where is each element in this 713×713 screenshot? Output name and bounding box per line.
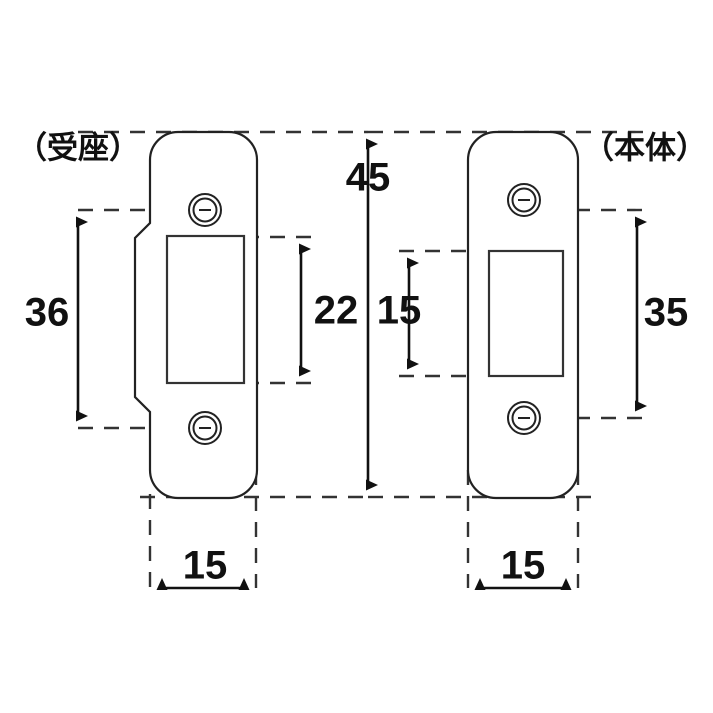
dim-label-36: 36 [25,291,70,335]
left-screw-hole-top [188,193,222,227]
dim-label-15-width-left: 15 [183,544,228,588]
part-label-strike-plate: （受座） [16,131,140,167]
dim-label-15-window: 15 [377,289,422,333]
dimension-arrows-group [76,138,647,590]
right-screw-hole-top [507,183,541,217]
right-screw-hole-bottom [507,401,541,435]
dim-label-15-width-right: 15 [501,544,546,588]
dim-label-35: 35 [644,291,689,335]
left-part-strike-plate [133,130,259,500]
part-label-main-body: （本体） [583,131,707,167]
right-plate-window [487,249,565,378]
dim-label-22: 22 [314,289,359,333]
left-screw-hole-bottom [188,411,222,445]
dim-label-45: 45 [346,156,391,200]
right-part-main-body [466,130,580,500]
left-plate-window [165,234,246,385]
